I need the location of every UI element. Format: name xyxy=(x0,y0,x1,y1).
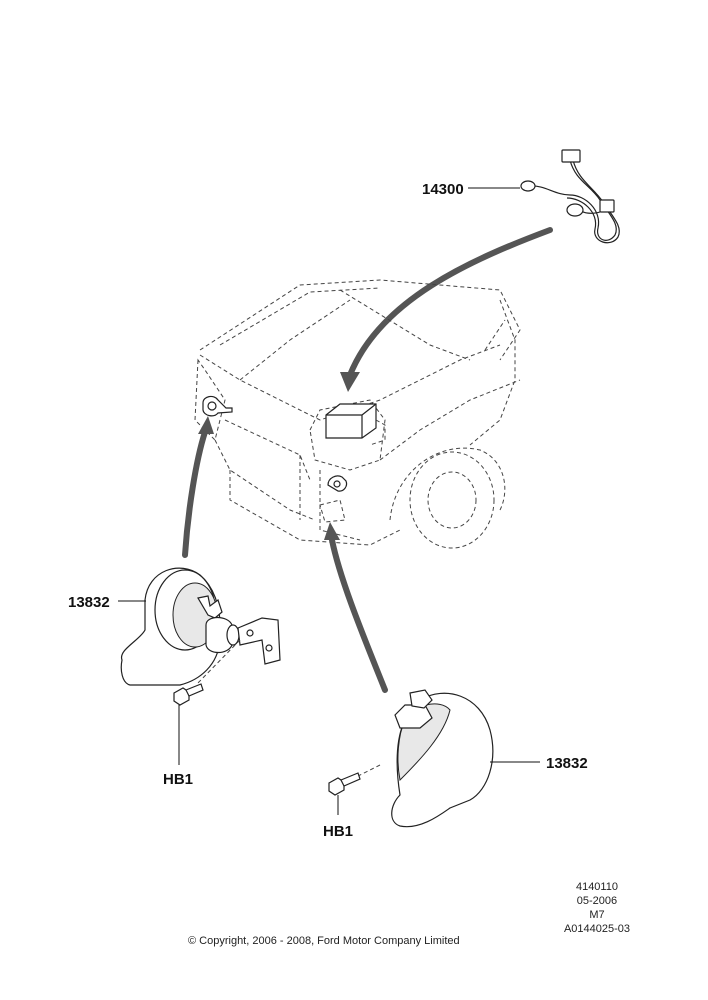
bolt-left xyxy=(173,683,204,706)
arrowhead-harness xyxy=(340,372,360,392)
horn-right xyxy=(349,689,494,828)
callout-13832-right: 13832 xyxy=(546,755,588,772)
reference-block: 4140110 05-2006 M7 A0144025-03 xyxy=(564,880,630,936)
reference-date: 05-2006 xyxy=(576,895,618,907)
arrowhead-horn-right xyxy=(324,522,340,540)
callout-hb1-right: HB1 xyxy=(323,823,353,840)
bolt-right xyxy=(328,772,361,796)
callout-13832-left: 13832 xyxy=(68,594,110,611)
arrow-horn-right xyxy=(329,537,388,693)
horn-mounted-right xyxy=(327,475,348,492)
reference-model: M7 xyxy=(589,909,605,921)
reference-illustration: A0144025-03 xyxy=(563,923,630,935)
callout-hb1-left: HB1 xyxy=(163,771,193,788)
arrow-harness xyxy=(347,227,553,378)
reference-code: 4140110 xyxy=(575,881,618,893)
arrowhead-horn-left xyxy=(198,416,214,434)
arrow-horn-left xyxy=(182,429,208,558)
horn-mounted-left xyxy=(202,395,233,417)
copyright-notice: © Copyright, 2006 - 2008, Ford Motor Com… xyxy=(188,935,460,947)
horn-left xyxy=(120,567,281,686)
callout-14300: 14300 xyxy=(422,181,464,198)
wiring-harness xyxy=(520,149,620,244)
vehicle-outline xyxy=(194,279,521,549)
